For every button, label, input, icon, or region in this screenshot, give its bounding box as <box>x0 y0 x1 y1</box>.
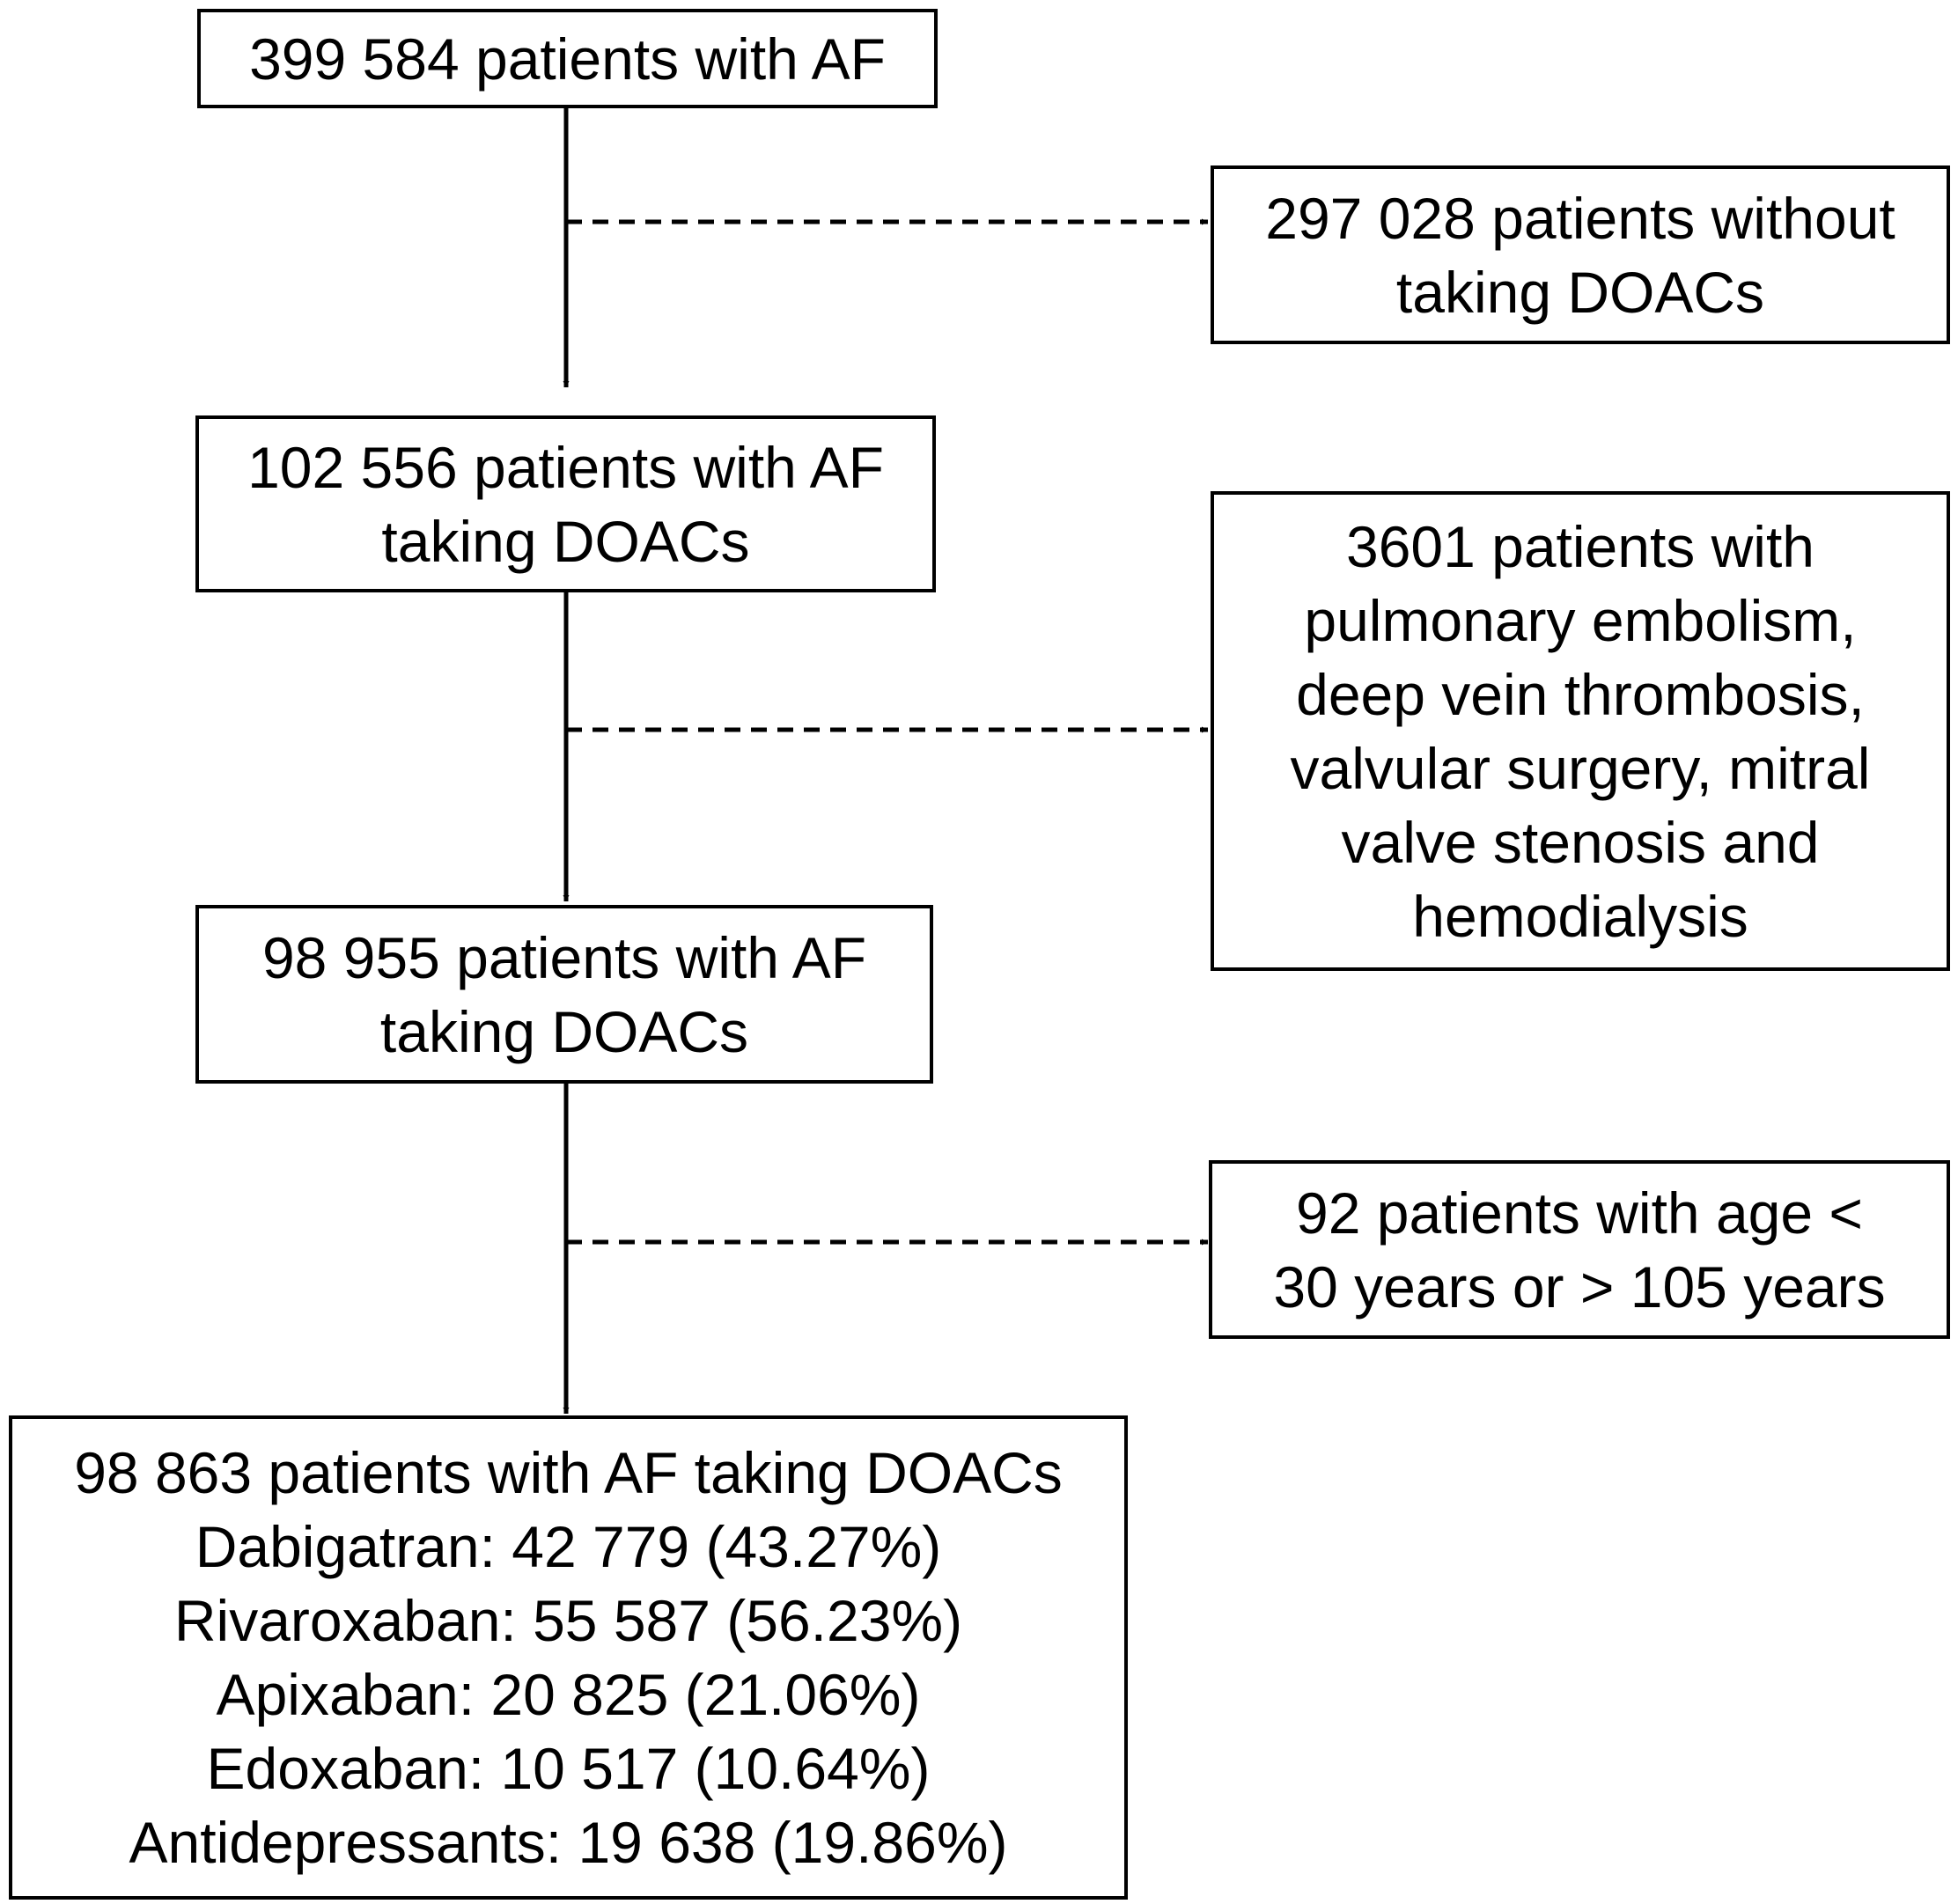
box-line: 30 years or > 105 years <box>1273 1253 1886 1320</box>
box-line: Apixaban: 20 825 (21.06%) <box>216 1662 921 1727</box>
box-line: 98 863 patients with AF taking DOACs <box>74 1440 1063 1505</box>
box-line: 3601 patients with <box>1345 513 1815 579</box>
box-line: deep vein thrombosis, <box>1296 661 1865 727</box>
box-line: 297 028 patients without <box>1265 185 1895 251</box>
box-line: valve stenosis and <box>1341 809 1820 875</box>
box-line: taking DOACs <box>379 998 749 1064</box>
box-excluded-age: 92 patients with age < 30 years or > 105… <box>1209 1160 1950 1339</box>
box-line: Rivaroxaban: 55 587 (56.23%) <box>173 1588 963 1653</box>
box-excluded-no-doacs: 297 028 patients without taking DOACs <box>1211 165 1950 344</box>
box-excluded-conditions: 3601 patients with pulmonary embolism, d… <box>1211 491 1950 971</box>
box-line: 92 patients with age < <box>1296 1180 1863 1246</box>
box-line: taking DOACs <box>1395 259 1765 325</box>
box-af-taking-doacs-after-exclusion: 98 955 patients with AF taking DOACs <box>195 905 933 1084</box>
box-line: taking DOACs <box>381 508 750 574</box>
box-line: Edoxaban: 10 517 (10.64%) <box>206 1736 931 1801</box>
box-line: 98 955 patients with AF <box>261 924 867 990</box>
box-line: valvular surgery, mitral <box>1290 735 1871 801</box>
box-line: 399 584 patients with AF <box>249 26 886 92</box>
box-af-taking-doacs: 102 556 patients with AF taking DOACs <box>195 415 936 592</box>
box-line: pulmonary embolism, <box>1304 587 1857 653</box>
box-all-af-patients: 399 584 patients with AF <box>197 9 938 108</box>
box-line: Dabigatran: 42 779 (43.27%) <box>195 1514 942 1579</box>
box-final-cohort: 98 863 patients with AF taking DOACs Dab… <box>9 1415 1128 1900</box>
box-line: Antidepressants: 19 638 (19.86%) <box>129 1810 1008 1875</box>
box-line: 102 556 patients with AF <box>247 434 884 500</box>
box-line: hemodialysis <box>1412 883 1748 949</box>
